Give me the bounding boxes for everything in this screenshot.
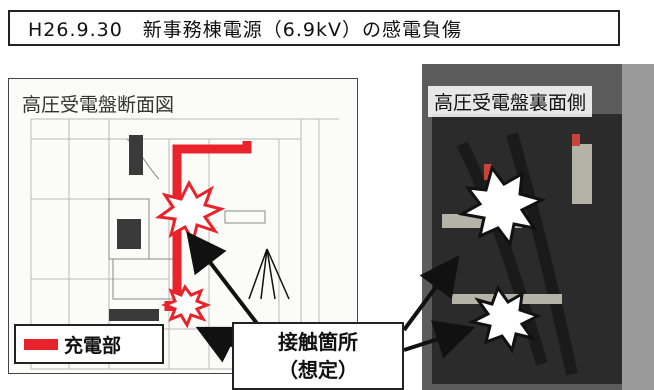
- contact-callout: 接触箇所 （想定）: [232, 322, 404, 390]
- callout-line2: （想定）: [278, 358, 358, 382]
- page-title-text: H26.9.30 新事務棟電源（6.9kV）の感電負傷: [28, 18, 463, 41]
- legend: 充電部: [14, 324, 164, 364]
- contact-starburst-photo-upper: [457, 164, 547, 248]
- arrow-to-photo-upper: [402, 255, 460, 332]
- contact-starburst-photo-lower: [467, 284, 542, 354]
- legend-swatch: [24, 338, 58, 350]
- arrow-to-photo-lower: [403, 320, 476, 359]
- legend-label: 充電部: [64, 334, 122, 357]
- callout-line1: 接触箇所: [278, 330, 358, 354]
- arrow-to-upper-contact: [186, 231, 264, 332]
- page-title: H26.9.30 新事務棟電源（6.9kV）の感電負傷: [8, 10, 620, 46]
- cross-section-label: 高圧受電盤断面図: [18, 90, 179, 117]
- contact-starburst-lower: [160, 284, 212, 329]
- back-side-label: 高圧受電盤裏面側: [428, 86, 593, 117]
